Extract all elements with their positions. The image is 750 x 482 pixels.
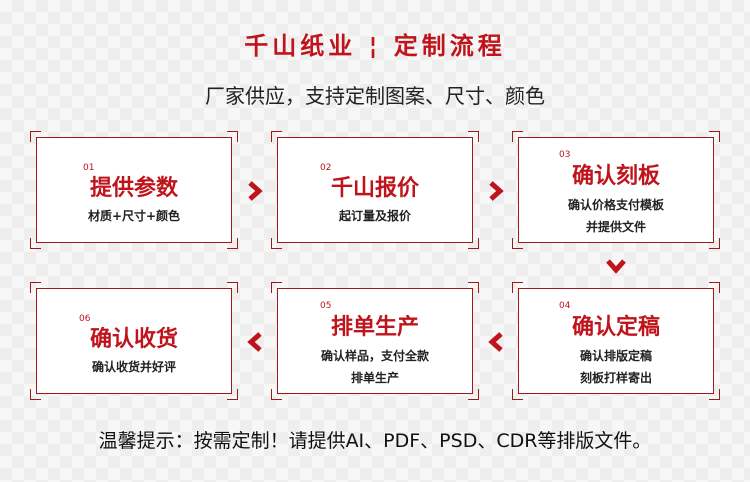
step-heading: 确认收货 xyxy=(89,327,178,352)
tip-text: 温馨提示：按需定制！请提供AI、PDF、PSD、CDR等排版文件。 xyxy=(98,430,652,452)
step-heading: 排单生产 xyxy=(330,315,419,340)
page-title: 千山纸业 ¦ 定制流程 xyxy=(244,32,506,60)
chevron-right-icon xyxy=(248,181,263,201)
corner-decoration xyxy=(468,282,479,293)
corner-decoration xyxy=(227,389,238,400)
corner-decoration xyxy=(709,282,720,293)
corner-decoration xyxy=(271,282,282,293)
corner-decoration xyxy=(30,282,41,293)
step-heading: 确认刻板 xyxy=(571,164,660,189)
step-number: 06 xyxy=(79,314,91,324)
step-heading: 千山报价 xyxy=(330,176,419,201)
step-number: 02 xyxy=(320,163,332,173)
step-description: 确认排版定稿 xyxy=(579,349,652,363)
step-heading: 确认定稿 xyxy=(571,315,660,340)
step-description: 排单生产 xyxy=(350,371,399,385)
chevron-left-icon xyxy=(488,332,503,352)
corner-decoration xyxy=(468,131,479,142)
corner-decoration xyxy=(512,131,523,142)
corner-decoration xyxy=(512,238,523,249)
corner-decoration xyxy=(271,131,282,142)
step-card-04: 04 确认定稿 确认排版定稿 刻板打样寄出 xyxy=(512,282,720,400)
step-description: 确认收货并好评 xyxy=(91,360,176,374)
corner-decoration xyxy=(227,282,238,293)
corner-decoration xyxy=(512,282,523,293)
corner-decoration xyxy=(227,131,238,142)
corner-decoration xyxy=(709,389,720,400)
step-number: 04 xyxy=(559,301,571,311)
chevron-left-icon xyxy=(247,332,262,352)
step-number: 05 xyxy=(320,301,332,311)
step-description: 起订量及报价 xyxy=(338,209,411,223)
corner-decoration xyxy=(468,238,479,249)
step-description: 刻板打样寄出 xyxy=(579,371,652,385)
page-subtitle: 厂家供应，支持定制图案、尺寸、颜色 xyxy=(205,84,545,108)
corner-decoration xyxy=(30,238,41,249)
corner-decoration xyxy=(468,389,479,400)
step-card-03: 03 确认刻板 确认价格支付模板 并提供文件 xyxy=(512,131,720,249)
corner-decoration xyxy=(709,131,720,142)
corner-decoration xyxy=(227,238,238,249)
step-number: 01 xyxy=(83,163,95,173)
step-card-05: 05 排单生产 确认样品，支付全款 排单生产 xyxy=(271,282,479,400)
corner-decoration xyxy=(512,389,523,400)
corner-decoration xyxy=(709,238,720,249)
step-card-01: 01 提供参数 材质+尺寸+颜色 xyxy=(30,131,238,249)
corner-decoration xyxy=(30,131,41,142)
step-heading: 提供参数 xyxy=(89,176,178,201)
corner-decoration xyxy=(30,389,41,400)
step-description: 确认价格支付模板 xyxy=(567,198,664,212)
step-description: 并提供文件 xyxy=(585,220,646,234)
chevron-down-icon xyxy=(606,259,626,274)
corner-decoration xyxy=(271,389,282,400)
step-card-06: 06 确认收货 确认收货并好评 xyxy=(30,282,238,400)
chevron-right-icon xyxy=(489,181,504,201)
step-description: 材质+尺寸+颜色 xyxy=(87,209,181,223)
corner-decoration xyxy=(271,238,282,249)
step-number: 03 xyxy=(559,150,571,160)
step-card-02: 02 千山报价 起订量及报价 xyxy=(271,131,479,249)
step-description: 确认样品，支付全款 xyxy=(320,349,429,363)
